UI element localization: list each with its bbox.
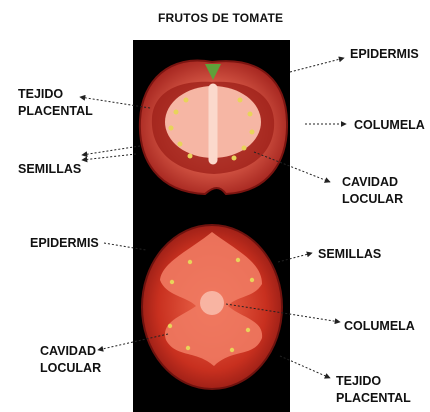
pointer-bottom-epidermis (104, 243, 146, 250)
label-bottom-locular: LOCULAR (40, 360, 101, 376)
pointer-bottom-semillas (278, 253, 312, 262)
label-bottom-tejido: TEJIDO (336, 373, 381, 389)
label-top-semillas: SEMILLAS (18, 161, 81, 177)
label-bottom-epidermis: EPIDERMIS (30, 235, 99, 251)
pointer-top-semillas-a (82, 146, 140, 155)
pointer-bottom-tejido-placental (280, 356, 330, 378)
label-top-tejido: TEJIDO (18, 86, 63, 102)
pointer-top-epidermis (290, 58, 344, 72)
label-top-columela: COLUMELA (354, 117, 425, 133)
label-bottom-placental: PLACENTAL (336, 390, 411, 406)
label-top-cavidad: CAVIDAD (342, 174, 398, 190)
label-top-epidermis: EPIDERMIS (350, 46, 419, 62)
label-top-placental: PLACENTAL (18, 103, 93, 119)
label-top-locular: LOCULAR (342, 191, 403, 207)
pointer-top-semillas-b (82, 154, 136, 160)
top-tomato (140, 61, 287, 194)
label-bottom-columela: COLUMELA (344, 318, 415, 334)
bottom-columela (200, 291, 224, 315)
bottom-tomato (142, 225, 282, 389)
label-bottom-cavidad: CAVIDAD (40, 343, 96, 359)
label-bottom-semillas: SEMILLAS (318, 246, 381, 262)
